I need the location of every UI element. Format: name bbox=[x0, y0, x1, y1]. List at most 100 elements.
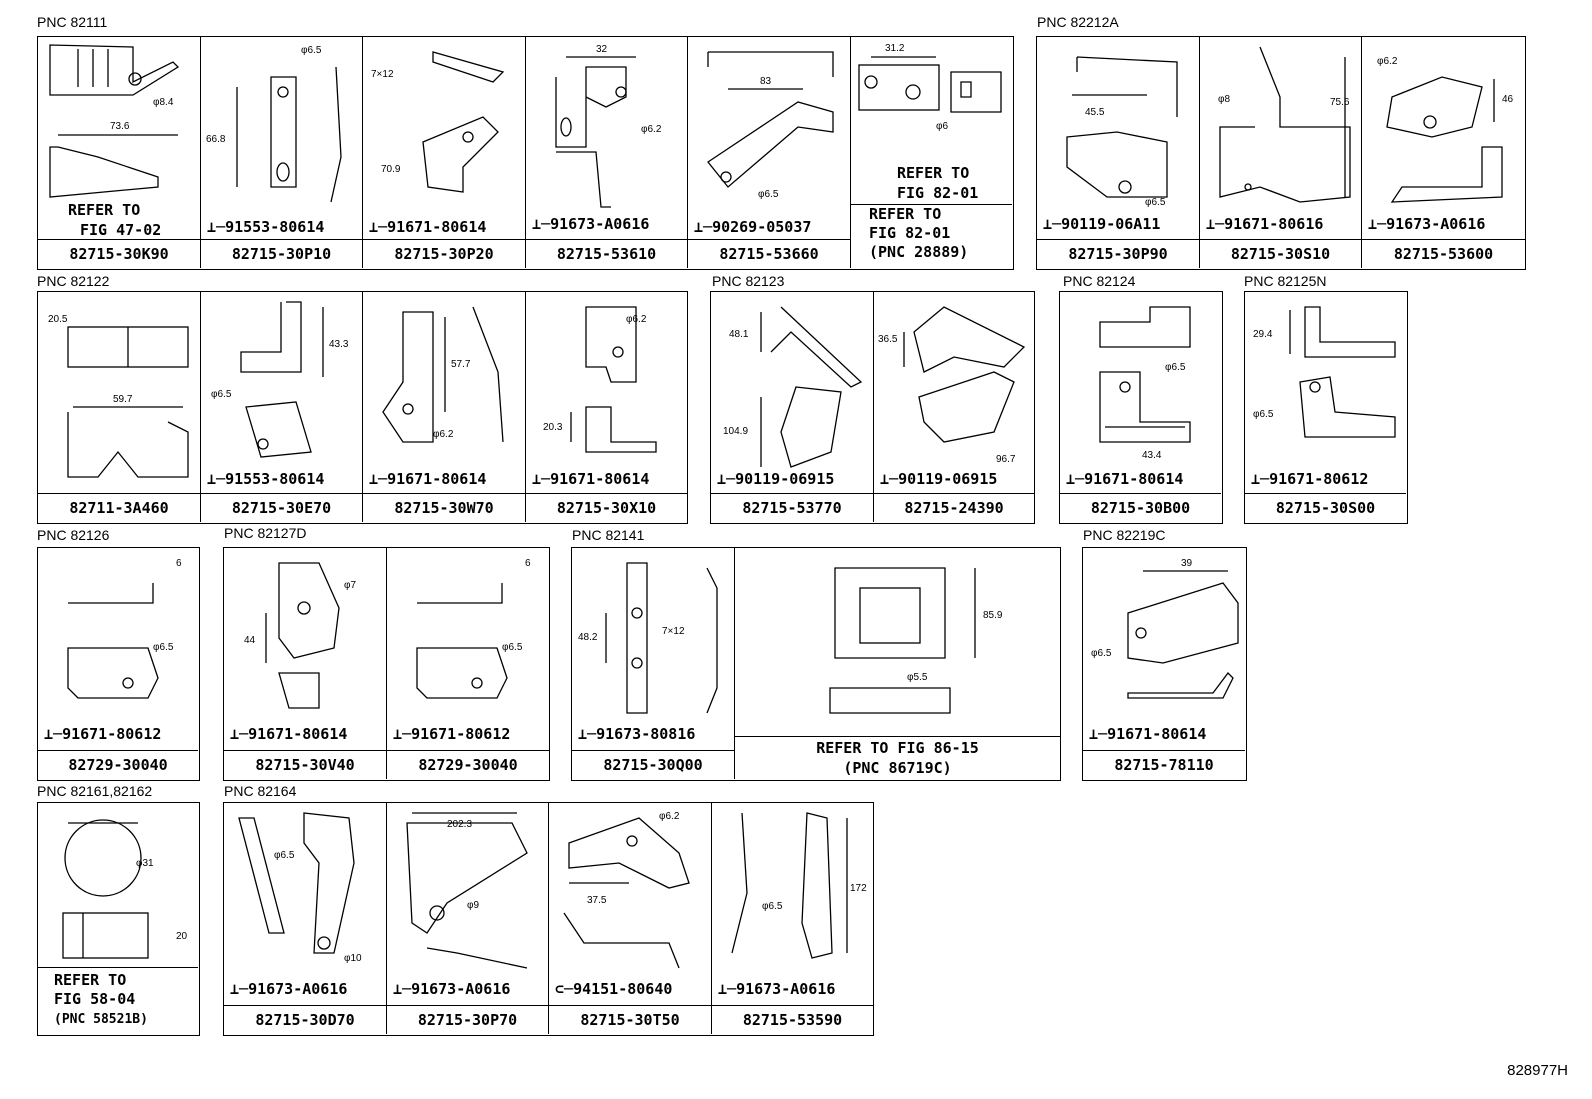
part-cell[interactable]: φ6.5 43.4 ⊥─91671-80614 82715-30B00 bbox=[1060, 292, 1221, 522]
part-cell[interactable]: φ7 44 ⊥─91671-80614 82715-30V40 bbox=[224, 548, 387, 779]
part-cell[interactable]: 32 φ6.2 ⊥─91673-A0616 82715-53610 bbox=[526, 37, 688, 268]
dim-label: 20.5 bbox=[48, 314, 68, 325]
dim-label: 104.9 bbox=[723, 426, 748, 437]
dim-label: 6 bbox=[525, 558, 531, 569]
pnc-label: PNC 82212A bbox=[1037, 14, 1119, 30]
bolt-icon-label: ⊥─91671-80614 bbox=[369, 470, 487, 488]
bracket-illustration: φ6.2 46 bbox=[1377, 56, 1514, 203]
part-number: 82715-53590 bbox=[712, 1005, 873, 1034]
part-number: 82715-30E70 bbox=[201, 493, 362, 522]
bolt-icon-label: ⊥─90119-06915 bbox=[717, 470, 835, 488]
part-cell[interactable]: φ6.2 20.3 ⊥─91671-80614 82715-30X10 bbox=[526, 292, 687, 522]
bolt-icon-label: ⊥─91553-80614 bbox=[207, 470, 325, 488]
part-cell[interactable]: 85.9 φ5.5 REFER TO FIG 86-15 (PNC 86719C… bbox=[735, 548, 1060, 779]
bracket-illustration: 66.8 φ6.5 bbox=[206, 45, 342, 203]
parts-group: 29.4 φ6.5 ⊥─91671-80612 82715-30S00 bbox=[1244, 291, 1408, 524]
pnc-label: PNC 82123 bbox=[712, 273, 785, 289]
dim-label: 59.7 bbox=[113, 394, 133, 405]
parts-group: φ6.5 43.4 ⊥─91671-80614 82715-30B00 bbox=[1059, 291, 1223, 524]
dim-label: φ6.5 bbox=[762, 901, 783, 912]
bracket-illustration: 39 φ6.5 bbox=[1091, 558, 1239, 699]
dim-label: 96.7 bbox=[996, 454, 1016, 465]
part-cell[interactable]: φ6.2 37.5 ⊂─94151-80640 82715-30T50 bbox=[549, 803, 712, 1034]
parts-group: φ31 20 REFER TO FIG 58-04 (PNC 58521B) bbox=[37, 802, 200, 1036]
dim-label: 73.6 bbox=[110, 121, 130, 132]
dim-label: φ6.2 bbox=[641, 124, 662, 135]
dim-label: φ5.5 bbox=[907, 672, 928, 683]
part-cell[interactable]: 48.1 104.9 ⊥─90119-06915 82715-53770 bbox=[711, 292, 874, 522]
dim-label: φ6.2 bbox=[433, 429, 454, 440]
part-cell[interactable]: 31.2 φ6 REFER TO FIG 82-01 REFER TO FIG … bbox=[851, 37, 1012, 268]
part-cell[interactable]: 29.4 φ6.5 ⊥─91671-80612 82715-30S00 bbox=[1245, 292, 1406, 522]
part-cell[interactable]: 45.5 φ6.5 ⊥─90119-06A11 82715-30P90 bbox=[1037, 37, 1200, 268]
bracket-illustration: 83 φ6.5 bbox=[707, 51, 834, 200]
part-cell[interactable]: 202.3 φ9 ⊥─91673-A0616 82715-30P70 bbox=[387, 803, 549, 1034]
dim-label: 83 bbox=[760, 76, 772, 87]
part-cell[interactable]: φ8 75.6 ⊥─91671-80616 82715-30S10 bbox=[1200, 37, 1362, 268]
dim-label: φ6.5 bbox=[758, 189, 779, 200]
part-number: 82715-53610 bbox=[526, 239, 687, 268]
part-cell[interactable]: 7×12 70.9 ⊥─91671-80614 82715-30P20 bbox=[363, 37, 526, 268]
dim-label: φ6.5 bbox=[274, 850, 295, 861]
bracket-illustration: 36.5 96.7 bbox=[878, 306, 1026, 465]
pnc-label: PNC 82127D bbox=[224, 525, 307, 541]
part-cell[interactable]: 57.7 φ6.2 ⊥─91671-80614 82715-30W70 bbox=[363, 292, 526, 522]
bolt-icon-label: ⊥─91673-A0616 bbox=[230, 980, 348, 998]
part-cell[interactable]: 172 φ6.5 ⊥─91673-A0616 82715-53590 bbox=[712, 803, 873, 1034]
bolt-icon-label: ⊥─91671-80614 bbox=[1066, 470, 1184, 488]
pnc-label: PNC 82125N bbox=[1244, 273, 1327, 289]
pnc-label: PNC 82164 bbox=[224, 783, 297, 799]
bolt-icon-label: ⊂─94151-80640 bbox=[555, 980, 673, 998]
dim-label: φ9 bbox=[467, 900, 479, 911]
part-number: 82715-30X10 bbox=[526, 493, 687, 522]
part-cell[interactable]: φ6.2 46 ⊥─91673-A0616 82715-53600 bbox=[1362, 37, 1525, 268]
part-cell[interactable]: 36.5 96.7 ⊥─90119-06915 82715-24390 bbox=[874, 292, 1034, 522]
part-cell[interactable]: φ31 20 REFER TO FIG 58-04 (PNC 58521B) bbox=[38, 803, 198, 1034]
dim-label: 32 bbox=[596, 44, 608, 55]
dim-label: 48.1 bbox=[729, 329, 749, 340]
part-number: 82729-30040 bbox=[387, 750, 549, 779]
part-cell[interactable]: 6 φ6.5 ⊥─91671-80612 82729-30040 bbox=[38, 548, 198, 779]
dim-label: 37.5 bbox=[587, 895, 607, 906]
bracket-illustration: 85.9 φ5.5 bbox=[829, 567, 1003, 714]
bracket-illustration: φ6.5 43.4 bbox=[1099, 306, 1191, 461]
bolt-icon-label: ⊥─91671-80612 bbox=[44, 725, 162, 743]
refer-text: REFER TO FIG 58-04 (PNC 58521B) bbox=[54, 971, 148, 1027]
bolt-icon-label: ⊥─91671-80614 bbox=[369, 218, 487, 236]
part-cell[interactable]: 43.3 φ6.5 ⊥─91553-80614 82715-30E70 bbox=[201, 292, 363, 522]
dim-label: 31.2 bbox=[885, 43, 905, 54]
part-cell[interactable]: 66.8 φ6.5 ⊥─91553-80614 82715-30P10 bbox=[201, 37, 363, 268]
part-cell[interactable]: φ6.5 φ10 ⊥─91673-A0616 82715-30D70 bbox=[224, 803, 387, 1034]
dim-label: φ31 bbox=[136, 858, 154, 869]
part-cell[interactable]: 39 φ6.5 ⊥─91671-80614 82715-78110 bbox=[1083, 548, 1245, 779]
bracket-illustration: 20.5 59.7 bbox=[48, 314, 189, 478]
figure-code: 828977H bbox=[1507, 1062, 1568, 1079]
pnc-label: PNC 82122 bbox=[37, 273, 110, 289]
bracket-illustration: φ8 75.6 bbox=[1218, 46, 1351, 203]
bolt-icon-label: ⊥─91671-80616 bbox=[1206, 215, 1324, 233]
part-cell[interactable]: 83 φ6.5 ⊥─90269-05037 82715-53660 bbox=[688, 37, 851, 268]
dim-label: 70.9 bbox=[381, 164, 401, 175]
part-cell[interactable]: φ8.4 73.6 REFER TO FIG 47-02 82715-30K90 bbox=[38, 37, 201, 268]
part-cell[interactable]: 48.2 7×12 ⊥─91673-80816 82715-30Q00 bbox=[572, 548, 735, 779]
part-number: 82715-30S10 bbox=[1200, 239, 1361, 268]
dim-label: φ6.5 bbox=[1165, 362, 1186, 373]
part-cell[interactable]: 6 φ6.5 ⊥─91671-80612 82729-30040 bbox=[387, 548, 549, 779]
bracket-illustration: φ6.2 37.5 bbox=[563, 811, 690, 969]
bracket-illustration: 43.3 φ6.5 bbox=[211, 301, 349, 458]
part-cell[interactable]: 20.5 59.7 82711-3A460 bbox=[38, 292, 201, 522]
divider bbox=[735, 736, 1060, 737]
refer-text: REFER TO FIG 86-15 (PNC 86719C) bbox=[816, 739, 979, 777]
bracket-illustration: 48.2 7×12 bbox=[578, 562, 718, 714]
bolt-icon-label: ⊥─91671-80614 bbox=[230, 725, 348, 743]
dim-label: 57.7 bbox=[451, 359, 471, 370]
refer-text: REFER TO FIG 82-01 (PNC 28889) bbox=[869, 205, 969, 261]
part-number: 82715-30P70 bbox=[387, 1005, 548, 1034]
dim-label: 7×12 bbox=[371, 69, 394, 80]
divider bbox=[851, 204, 1012, 205]
dim-label: 75.6 bbox=[1330, 97, 1350, 108]
dim-label: 172 bbox=[850, 883, 867, 894]
parts-group: 6 φ6.5 ⊥─91671-80612 82729-30040 bbox=[37, 547, 200, 781]
dim-label: 29.4 bbox=[1253, 329, 1273, 340]
part-number: 82715-53600 bbox=[1362, 239, 1525, 268]
